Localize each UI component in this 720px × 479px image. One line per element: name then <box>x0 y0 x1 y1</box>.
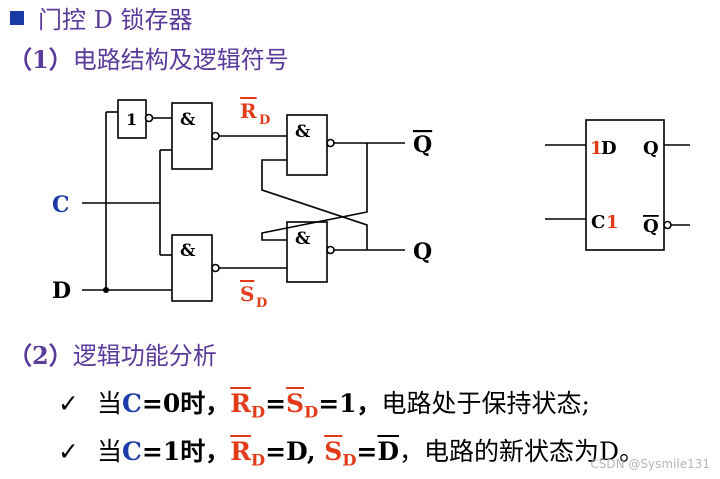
rd-subscript: D <box>259 113 270 128</box>
symbol-c-number: 1 <box>606 212 619 233</box>
checkmark-icon: ✓ <box>58 437 79 466</box>
symbol-q-bottom: Q <box>643 216 659 237</box>
latch-top-label: & <box>295 122 311 142</box>
section-1-title: （1）电路结构及逻辑符号 <box>8 45 289 74</box>
analysis-row-2: ✓当C=1时，RD=D, SD=D，电路的新状态为D。 <box>58 437 645 470</box>
heading-text: 门控 D 锁存器 <box>38 6 193 34</box>
slide-heading: 门控 D 锁存器 <box>10 0 193 35</box>
output-q-label: Q <box>413 239 432 265</box>
output-qbar-label: Q <box>413 132 432 158</box>
rd-label: R <box>240 99 257 123</box>
symbol-q-top: Q <box>643 138 659 159</box>
sd-label: S <box>240 282 254 306</box>
section-2-title: （2）逻辑功能分析 <box>8 341 217 370</box>
sd-subscript: D <box>256 296 267 311</box>
nand-lower-bubble <box>211 263 220 273</box>
nand-upper-label: & <box>180 110 196 130</box>
wire-feedback-qbar <box>261 143 368 241</box>
nand-lower-label: & <box>180 241 196 261</box>
latch-bottom-bubble <box>326 245 335 255</box>
symbol-c-letter: C <box>591 212 605 233</box>
wire-feedback-q <box>261 159 368 250</box>
watermark: CSDN @Sysmile131 <box>590 457 710 471</box>
junction-dot <box>103 287 109 293</box>
checkmark-icon: ✓ <box>58 389 79 418</box>
symbol-d-letter: D <box>601 138 617 159</box>
symbol-d-number: 1 <box>590 138 603 159</box>
not-gate-label: 1 <box>126 110 137 129</box>
input-d-label: D <box>52 278 71 304</box>
square-bullet-icon <box>10 11 24 25</box>
latch-bottom-label: & <box>295 229 311 249</box>
symbol-qbar-bubble <box>663 220 672 230</box>
d-latch-symbol-box <box>585 119 665 251</box>
latch-top-bubble <box>326 138 335 148</box>
not-gate-bubble <box>144 113 154 123</box>
nand-upper-bubble <box>211 131 220 141</box>
input-c-label: C <box>52 192 70 218</box>
analysis-row-1: ✓当C=0时，RD=SD=1，电路处于保持状态; <box>58 389 590 422</box>
